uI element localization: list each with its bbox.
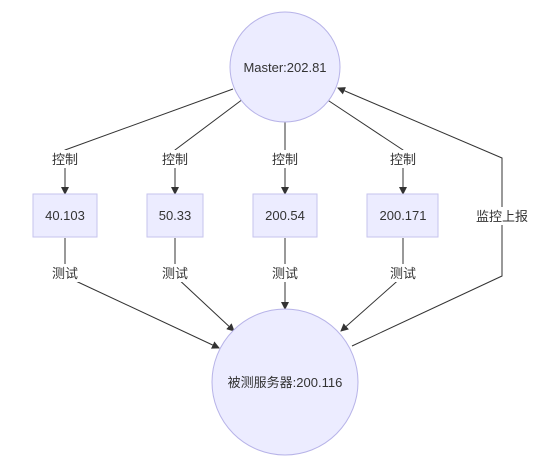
edge-client1-to-target xyxy=(64,238,220,349)
svg-text:200.171: 200.171 xyxy=(380,208,427,223)
svg-text:控制: 控制 xyxy=(272,153,298,168)
edge-label-control-4: 控制 xyxy=(387,150,419,168)
edge-label-test-1: 测试 xyxy=(49,264,81,282)
svg-text:测试: 测试 xyxy=(162,267,188,282)
edge-master-to-client4 xyxy=(325,98,407,195)
edge-label-test-3: 测试 xyxy=(269,264,301,282)
node-master: Master:202.81 xyxy=(229,11,341,123)
svg-text:测试: 测试 xyxy=(390,267,416,282)
svg-text:测试: 测试 xyxy=(52,267,78,282)
edge-label-monitor-report: 监控上报 xyxy=(472,207,532,225)
node-client-50-33: 50.33 xyxy=(146,193,204,238)
svg-text:控制: 控制 xyxy=(390,153,416,168)
svg-text:控制: 控制 xyxy=(162,153,188,168)
edge-master-to-client1 xyxy=(61,88,234,195)
edge-label-test-4: 测试 xyxy=(387,264,419,282)
svg-text:40.103: 40.103 xyxy=(45,208,85,223)
node-client-200-171: 200.171 xyxy=(366,193,439,238)
svg-text:监控上报: 监控上报 xyxy=(476,210,528,225)
edge-label-control-2: 控制 xyxy=(159,150,191,168)
svg-text:控制: 控制 xyxy=(52,153,78,168)
edge-client2-to-target xyxy=(174,238,235,332)
svg-text:测试: 测试 xyxy=(272,267,298,282)
svg-text:被测服务器:200.116: 被测服务器:200.116 xyxy=(228,375,343,390)
node-target-server: 被测服务器:200.116 xyxy=(211,308,359,456)
svg-text:Master:202.81: Master:202.81 xyxy=(243,60,326,75)
svg-text:50.33: 50.33 xyxy=(159,208,192,223)
edge-label-test-2: 测试 xyxy=(159,264,191,282)
svg-text:200.54: 200.54 xyxy=(265,208,305,223)
edge-master-to-client2 xyxy=(171,98,244,195)
edge-client4-to-target xyxy=(340,238,404,332)
edge-label-control-1: 控制 xyxy=(49,150,81,168)
edge-label-control-3: 控制 xyxy=(269,150,301,168)
node-client-40-103: 40.103 xyxy=(32,193,98,238)
node-client-200-54: 200.54 xyxy=(252,193,318,238)
